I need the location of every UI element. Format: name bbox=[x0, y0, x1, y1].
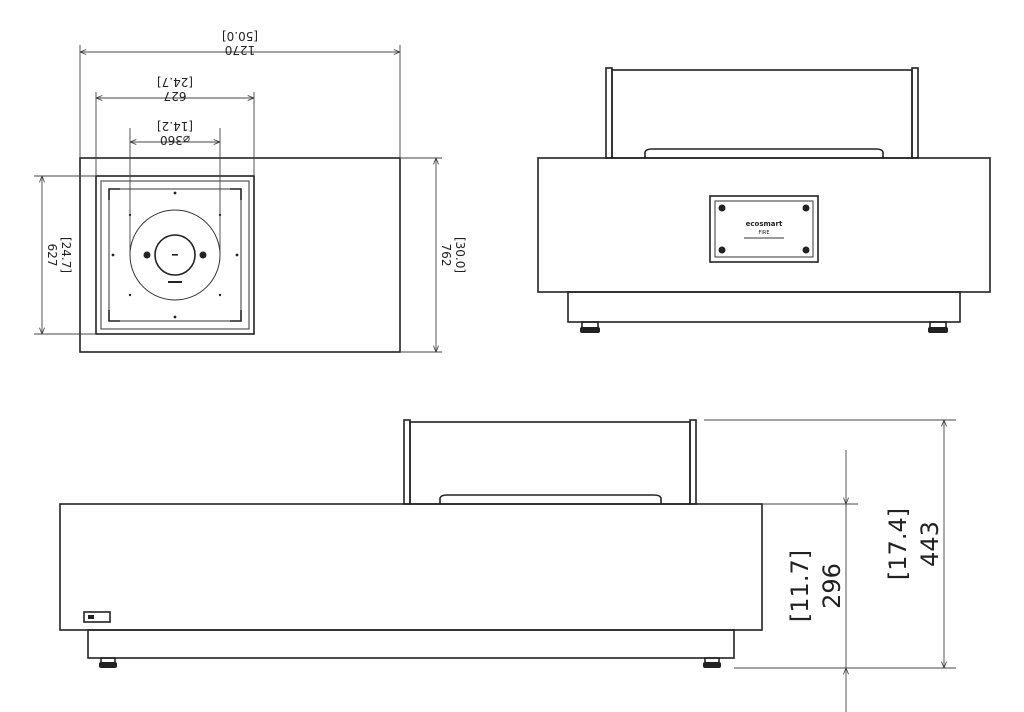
table-outline-top bbox=[79, 157, 401, 353]
dim-overall-width-in: [50.0] bbox=[222, 29, 258, 43]
table-body-front bbox=[59, 503, 763, 631]
glass-screen-front bbox=[409, 421, 691, 505]
feet-front bbox=[99, 657, 721, 668]
dim-box-depth-in: [24.7] bbox=[59, 237, 73, 273]
top-view: 1270 [50.0] 627 [24.7] ⌀360 [14.2] 627 [… bbox=[34, 29, 467, 353]
burner-box-outer bbox=[95, 175, 255, 335]
control-panel bbox=[83, 611, 111, 623]
glass-screen-side bbox=[611, 69, 913, 159]
front-view: 443 [17.4] 296 [11.7] bbox=[59, 419, 956, 712]
dim-body-height-in: [11.7] bbox=[786, 550, 814, 622]
tray-corner-brackets bbox=[108, 188, 242, 322]
dim-burner-diameter-mm: ⌀360 bbox=[160, 133, 190, 147]
feet-side bbox=[580, 321, 948, 333]
burner-box-inner bbox=[100, 180, 250, 330]
burner-opening bbox=[154, 234, 196, 276]
dim-burner-diameter-in: [14.2] bbox=[157, 119, 193, 133]
burner-knob-left bbox=[143, 251, 151, 259]
logo-brand: ecosmart bbox=[746, 220, 783, 228]
burner-knob-right bbox=[199, 251, 207, 259]
dim-body-height-mm: 296 bbox=[818, 563, 846, 609]
side-view: ecosmart FIRE bbox=[537, 67, 991, 333]
dim-box-width-in: [24.7] bbox=[157, 75, 193, 89]
dim-overall-width-mm: 1270 bbox=[225, 43, 256, 57]
logo-plate: ecosmart FIRE bbox=[709, 195, 819, 263]
plinth-side bbox=[567, 291, 961, 323]
burner-lid-front bbox=[439, 494, 662, 504]
burner-lid-side bbox=[644, 148, 884, 158]
dim-box-depth-mm: 627 bbox=[45, 244, 59, 267]
dim-box-width-mm: 627 bbox=[164, 89, 187, 103]
dim-overall-depth-in: [30.0] bbox=[453, 237, 467, 273]
burner-tray bbox=[108, 188, 242, 322]
dim-overall-height-in: [17.4] bbox=[884, 508, 912, 580]
dim-overall-depth-mm: 762 bbox=[439, 244, 453, 267]
logo-model: FIRE bbox=[759, 230, 770, 236]
dim-overall-height-mm: 443 bbox=[916, 521, 944, 567]
plinth-front bbox=[87, 629, 735, 659]
